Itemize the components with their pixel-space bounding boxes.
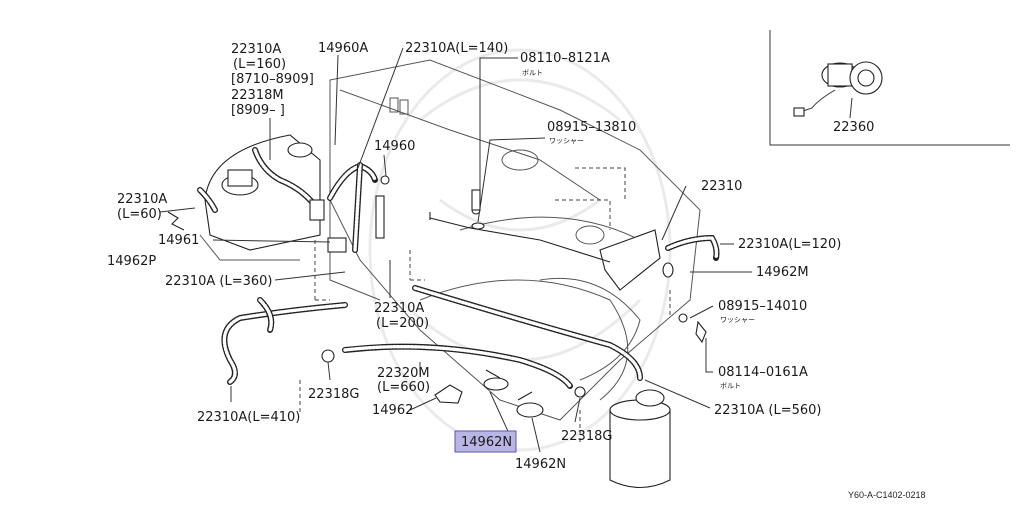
label-08110-sub: ボルト	[522, 69, 543, 77]
dashed-lines	[299, 167, 671, 445]
hose-120	[665, 234, 720, 261]
label-22310A-410: 22310A(L=410)	[197, 410, 300, 425]
label-14962N-highlighted[interactable]: 14962N	[461, 435, 512, 450]
label-22320M: 22320M (L=660)	[377, 366, 434, 395]
hose-60	[197, 187, 218, 213]
label-22310A-60: 22310A (L=60)	[117, 192, 171, 222]
label-22310A-360: 22310A (L=360)	[165, 274, 272, 289]
label-22310: 22310	[701, 179, 742, 194]
hose-160	[252, 147, 321, 213]
vacuum-canister	[609, 389, 671, 488]
label-22310A-200: 22310A (L=200)	[374, 301, 429, 331]
label-14962M: 14962M	[756, 265, 809, 280]
engine-outline	[329, 59, 701, 421]
hose-560	[412, 285, 643, 381]
callout-labels: 22310A (L=160) [8710–8909] 22318M [8909–…	[107, 41, 874, 472]
label-22318G-right: 22318G	[561, 429, 612, 444]
reservoir-tank	[199, 134, 321, 261]
label-14962N: 14962N	[515, 457, 566, 472]
label-08114-0161A: 08114–0161A	[718, 365, 808, 380]
label-22310A-560: 22310A (L=560)	[714, 403, 821, 418]
hose-140	[327, 162, 378, 201]
hose-200	[352, 162, 363, 253]
label-08114-sub: ボルト	[720, 382, 741, 390]
label-14962P: 14962P	[107, 254, 156, 269]
highlight-box[interactable]	[454, 430, 517, 453]
hose-410	[221, 297, 348, 385]
inset-actuator	[793, 61, 883, 117]
label-22318G-left: 22318G	[308, 387, 359, 402]
label-08915-14010: 08915–14010	[718, 299, 807, 314]
label-22310A-120: 22310A(L=120)	[738, 237, 841, 252]
label-08915-13810-sub: ワッシャー	[549, 137, 584, 145]
fittings	[167, 175, 707, 418]
label-08110-8121A: 08110–8121A	[520, 51, 610, 66]
label-22360: 22360	[833, 120, 874, 135]
label-22310A-140: 22310A(L=140)	[405, 41, 508, 56]
label-14960A: 14960A	[318, 41, 368, 56]
label-14962: 14962	[372, 403, 413, 418]
inset-box	[769, 30, 1010, 146]
label-14960: 14960	[374, 139, 415, 154]
label-14961: 14961	[158, 233, 199, 248]
label-08915-13810: 08915–13810	[547, 120, 636, 135]
hose-660	[342, 343, 573, 389]
leader-lines	[159, 47, 752, 453]
label-08915-14010-sub: ワッシャー	[720, 316, 755, 324]
figure-code: Y60-A-C1402-0218	[848, 490, 926, 500]
label-22310A-160: 22310A (L=160) [8710–8909]	[231, 42, 314, 87]
label-22318M: 22318M [8909– ]	[231, 88, 288, 118]
